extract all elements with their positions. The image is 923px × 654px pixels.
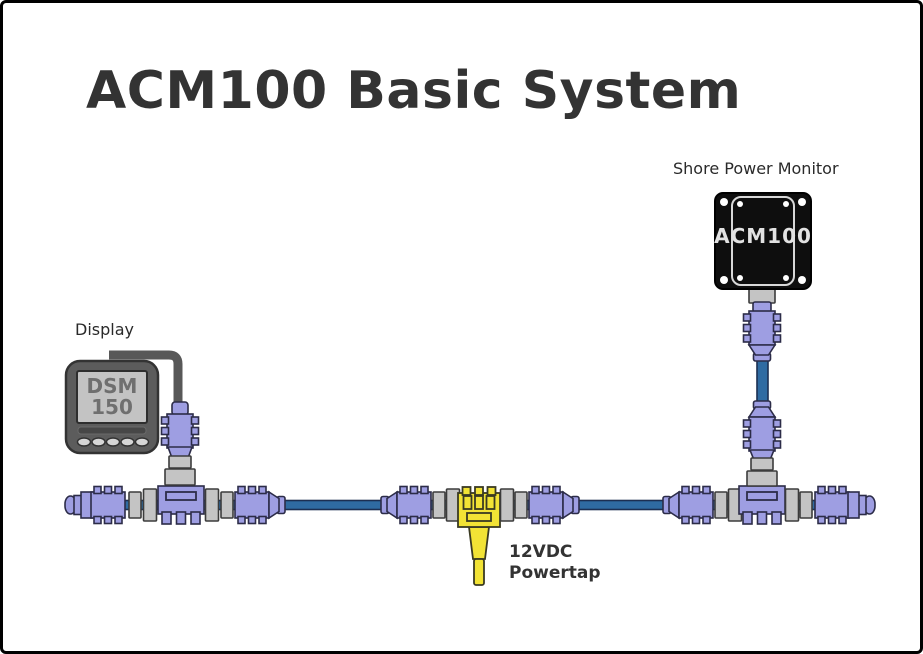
left-terminator xyxy=(64,485,126,525)
display-drop-connector xyxy=(160,401,200,486)
display-label: Display xyxy=(75,320,134,339)
acm100-device xyxy=(714,192,812,290)
display-drop-cable xyxy=(109,350,183,405)
acm100-drop-connector-bottom xyxy=(742,400,782,487)
acm100-connector-stub xyxy=(748,288,776,304)
powertap-left-connector xyxy=(380,485,461,525)
display-model-line2: 150 xyxy=(91,395,133,419)
display-screen xyxy=(76,370,148,424)
acm100-model-text: ACM100 xyxy=(714,224,812,248)
acm100-drop-connector-top xyxy=(742,288,782,362)
powertap-label-line2: Powertap xyxy=(509,563,601,583)
powertap-label-line1: 12VDC xyxy=(509,542,573,562)
powertap-tee xyxy=(457,486,501,586)
right-terminator xyxy=(814,485,876,525)
page-title: ACM100 Basic System xyxy=(86,61,742,121)
display-model-line1: DSM xyxy=(86,374,138,398)
right-tee-connector xyxy=(662,485,813,525)
left-tee-connector xyxy=(128,485,286,525)
acm100-lid-outline xyxy=(731,196,795,286)
shore-power-monitor-label: Shore Power Monitor xyxy=(673,159,839,178)
display-buttons xyxy=(76,437,150,447)
display-slot xyxy=(77,426,147,435)
powertap-right-connector xyxy=(499,485,580,525)
display-device xyxy=(64,359,160,455)
network-diagram xyxy=(64,192,876,586)
acm100-screws xyxy=(720,198,806,284)
powertap-power-cable xyxy=(473,558,485,586)
powertap-stem xyxy=(467,526,491,560)
